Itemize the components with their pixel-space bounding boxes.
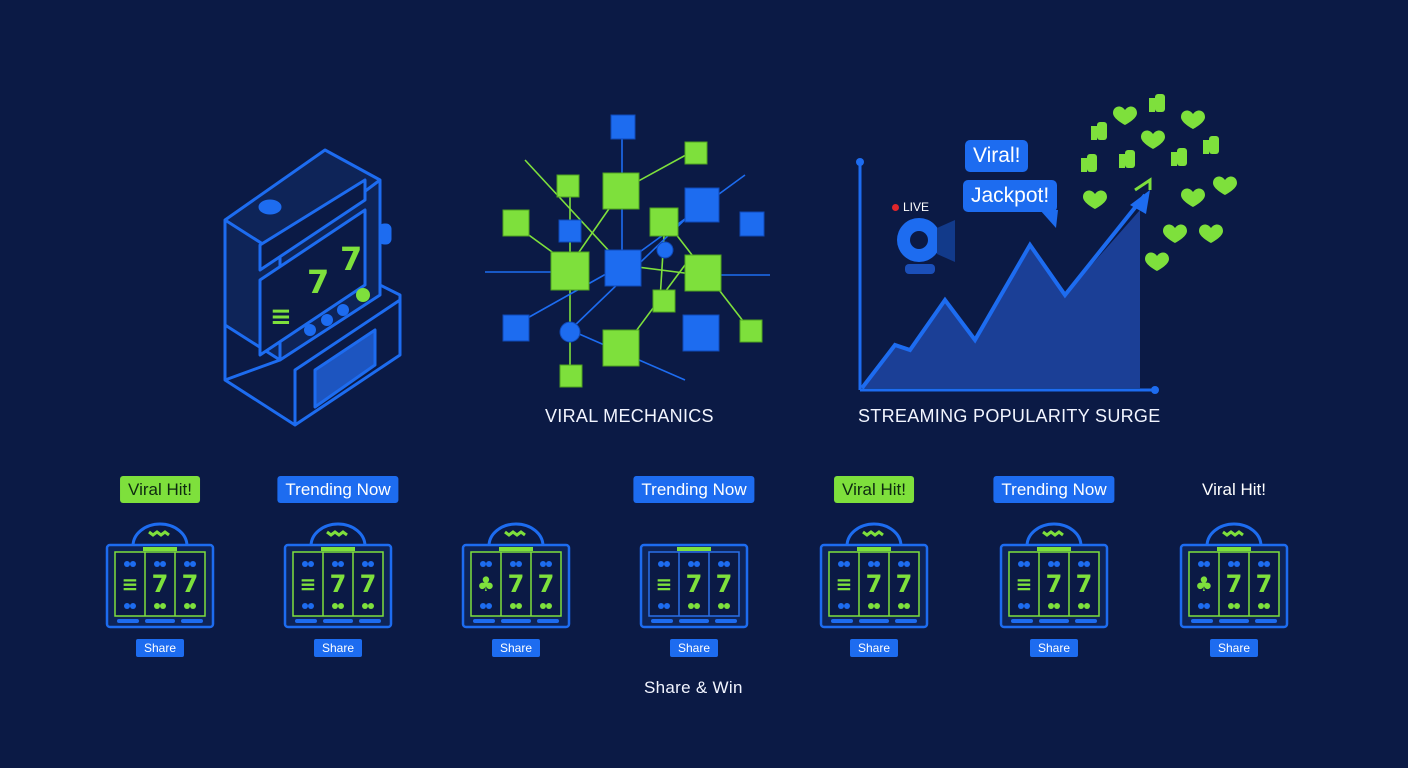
machine-tag: Trending Now <box>277 476 399 503</box>
heart-icon <box>1213 176 1237 195</box>
viral-mechanics-caption: VIRAL MECHANICS <box>545 406 714 426</box>
share-button[interactable]: Share <box>670 639 718 657</box>
svg-text:7: 7 <box>686 570 703 598</box>
thumbs-up-icon <box>1091 126 1097 140</box>
live-dot-icon <box>892 204 899 212</box>
webcam-icon <box>897 218 955 274</box>
svg-text:7: 7 <box>330 570 347 598</box>
machine-tag: Trending Now <box>633 476 755 503</box>
heart-icon <box>1113 106 1137 125</box>
machine-tag: Trending Now <box>993 476 1115 503</box>
svg-text:♣: ♣ <box>477 572 495 596</box>
svg-text:7: 7 <box>340 240 362 278</box>
heart-icon <box>1083 190 1107 209</box>
svg-text:7: 7 <box>1076 570 1093 598</box>
svg-text:♣: ♣ <box>1195 572 1213 596</box>
svg-text:≡: ≡ <box>122 572 139 596</box>
svg-text:7: 7 <box>1226 570 1243 598</box>
svg-text:7: 7 <box>896 570 913 598</box>
streaming-caption: STREAMING POPULARITY SURGE <box>858 406 1161 426</box>
svg-text:≡: ≡ <box>1016 572 1033 596</box>
thumbs-up-icon <box>1081 158 1087 172</box>
svg-text:7: 7 <box>1256 570 1273 598</box>
machine-tag: Viral Hit! <box>120 476 200 503</box>
thumbs-up-icon <box>1149 98 1155 112</box>
share-button[interactable]: Share <box>1030 639 1078 657</box>
heart-icon <box>1181 110 1205 129</box>
share-button[interactable]: Share <box>136 639 184 657</box>
jackpot-bubble: Jackpot! <box>963 180 1058 212</box>
reaction-cloud <box>1081 94 1237 271</box>
svg-text:7: 7 <box>538 570 555 598</box>
heart-icon <box>1163 224 1187 243</box>
share-button[interactable]: Share <box>1210 639 1258 657</box>
speech-tail-icon <box>1040 210 1058 228</box>
share-button[interactable]: Share <box>850 639 898 657</box>
svg-text:7: 7 <box>716 570 733 598</box>
heart-icon <box>1141 130 1165 149</box>
share-and-win-label: Share & Win <box>644 678 743 697</box>
viral-bubble: Viral! <box>965 140 1029 172</box>
thumbs-up-icon <box>1171 152 1177 166</box>
heart-icon <box>1145 252 1169 271</box>
svg-text:7: 7 <box>508 570 525 598</box>
machine-tag: Viral Hit! <box>1202 480 1266 499</box>
machine-tag: Viral Hit! <box>834 476 914 503</box>
share-button[interactable]: Share <box>314 639 362 657</box>
thumbs-up-icon <box>1203 140 1209 154</box>
svg-text:≡: ≡ <box>270 302 292 332</box>
svg-text:7: 7 <box>1046 570 1063 598</box>
svg-text:≡: ≡ <box>300 572 317 596</box>
heart-icon <box>1199 224 1223 243</box>
popularity-surge-chart <box>856 158 1159 394</box>
heart-icon <box>1181 188 1205 207</box>
svg-text:≡: ≡ <box>836 572 853 596</box>
svg-text:7: 7 <box>152 570 169 598</box>
viral-network-diagram <box>485 114 770 388</box>
thumbs-up-icon <box>1119 154 1125 168</box>
svg-text:7: 7 <box>307 263 329 301</box>
svg-text:≡: ≡ <box>656 572 673 596</box>
share-button[interactable]: Share <box>492 639 540 657</box>
svg-text:7: 7 <box>866 570 883 598</box>
slot-machine-illustration: ≡ 7 7 <box>223 148 402 427</box>
svg-text:7: 7 <box>182 570 199 598</box>
svg-text:7: 7 <box>360 570 377 598</box>
live-indicator: LIVE <box>892 200 929 214</box>
